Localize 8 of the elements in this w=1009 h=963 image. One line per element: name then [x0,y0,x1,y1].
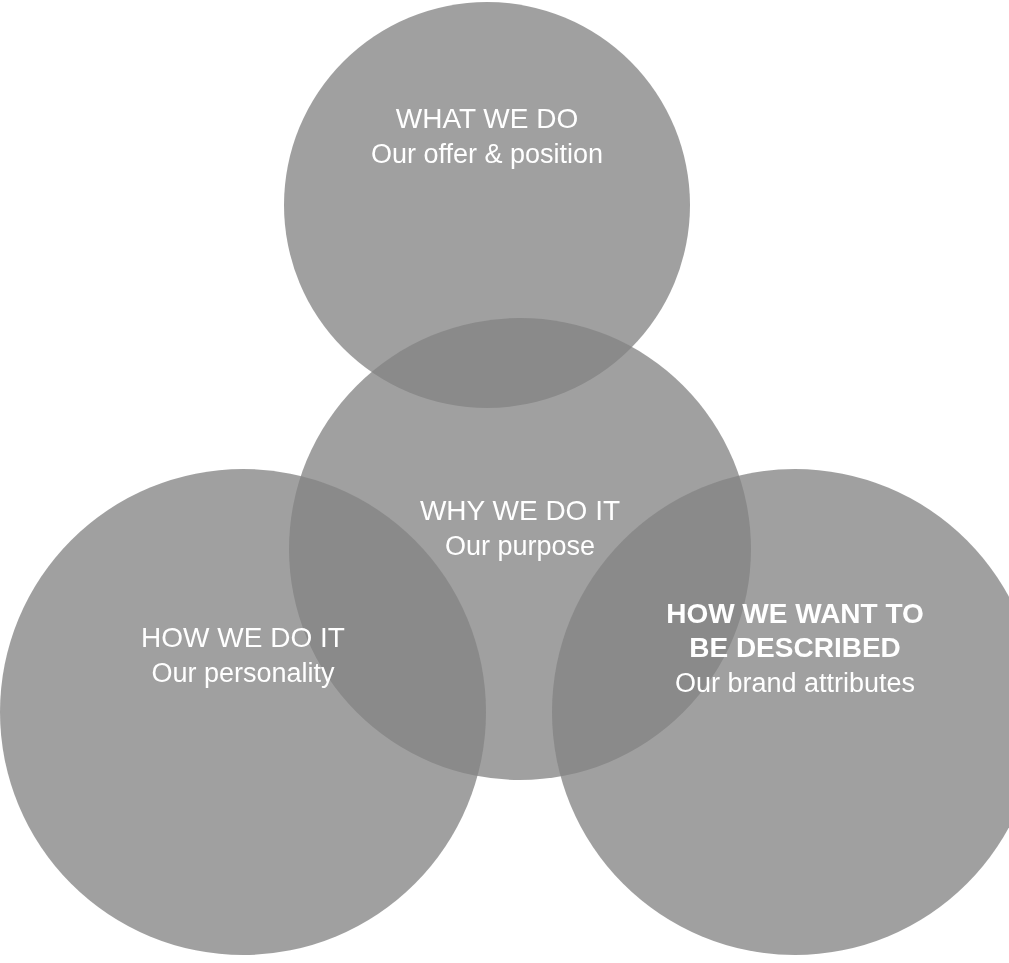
circle-subtitle: Our brand attributes [674,667,916,700]
circle-heading: HOW WE WANT TO BE DESCRIBED [665,597,925,665]
circle-subtitle: Our personality [151,657,335,690]
circle-heading: HOW WE DO IT [141,621,345,655]
circle-heading: WHY WE DO IT [419,494,621,528]
circle-subtitle: Our purpose [444,530,596,563]
circle-subtitle: Our offer & position [370,138,604,171]
circle-heading: WHAT WE DO [395,102,579,136]
